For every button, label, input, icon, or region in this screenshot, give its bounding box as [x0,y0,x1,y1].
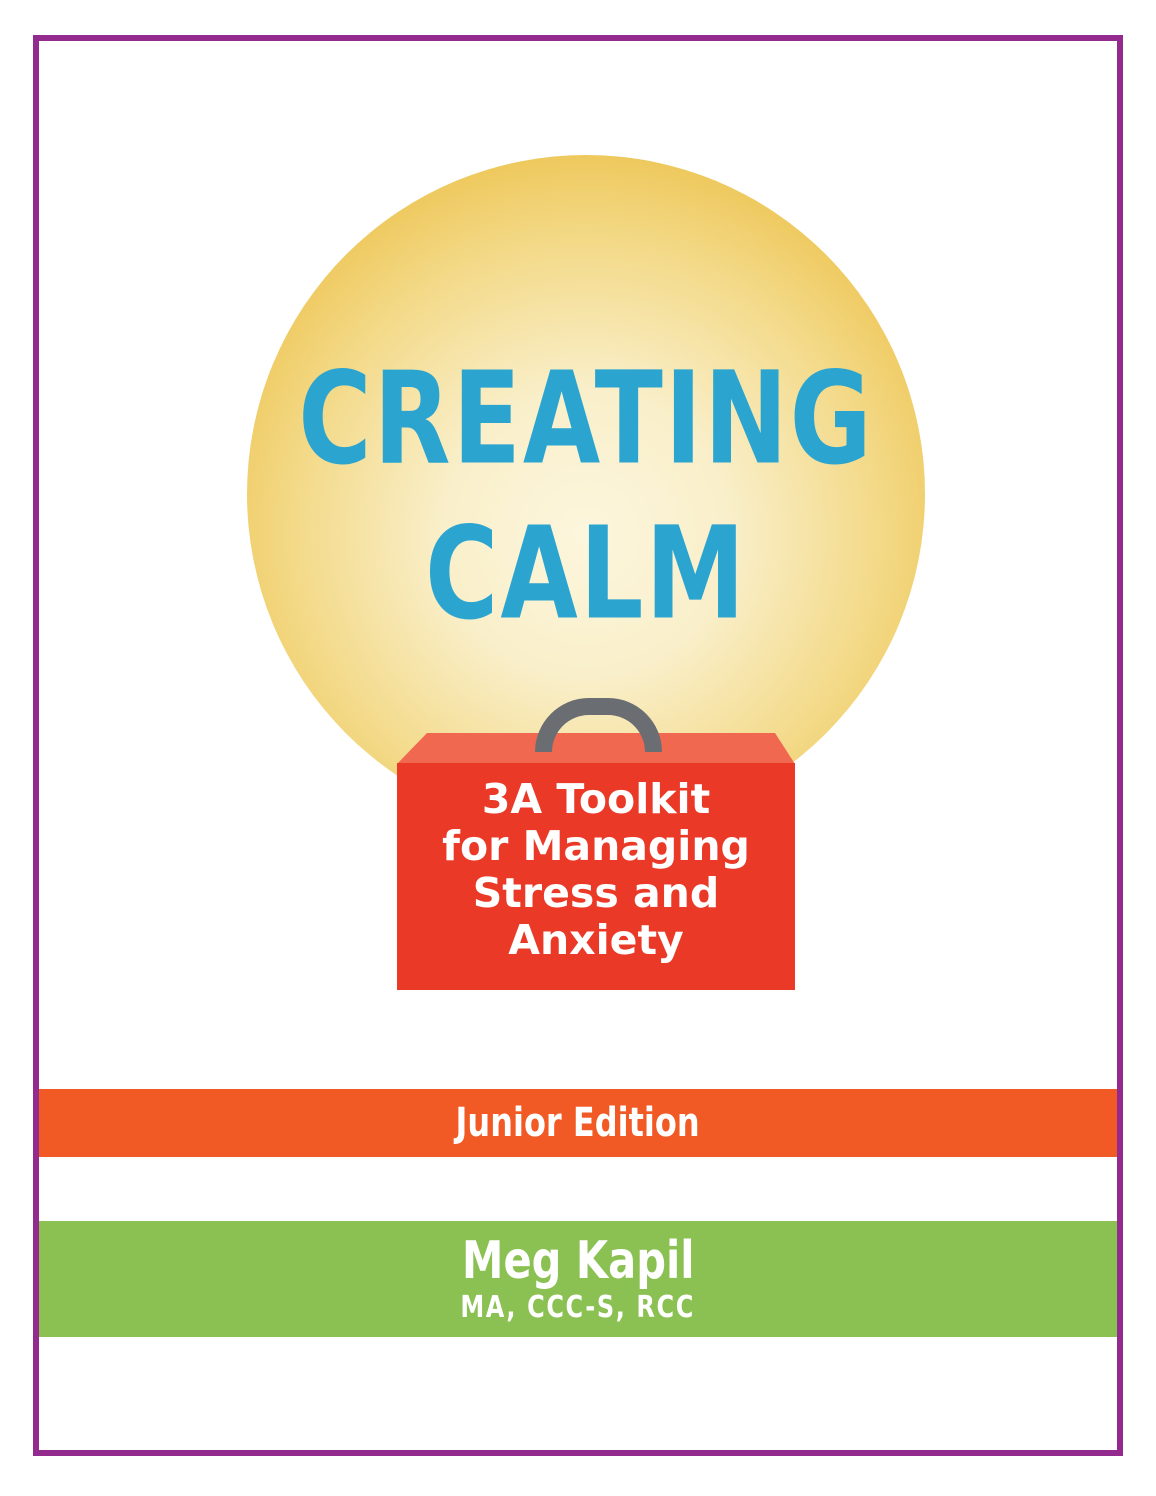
author-credentials: MA, CCC-S, RCC [460,1290,696,1325]
toolbox-label-line-3: Stress and [472,869,720,917]
edition-band: Junior Edition [39,1089,1117,1157]
toolbox-label-line-1: 3A Toolkit [481,775,711,823]
edition-label: Junior Edition [455,1100,701,1146]
author-name: Meg Kapil [461,1231,695,1291]
author-band: Meg Kapil MA, CCC-S, RCC [39,1221,1117,1337]
toolbox-label-line-2: for Managing [442,822,750,870]
toolbox-body: 3A Toolkit for Managing Stress and Anxie… [397,763,795,990]
cover-title-line-1: CREATING [298,343,874,494]
toolbox-label: 3A Toolkit for Managing Stress and Anxie… [397,763,795,964]
cover-title-line-2: CALM [424,498,747,649]
toolbox-label-line-4: Anxiety [508,916,684,964]
cover-border-frame [33,35,1123,1456]
